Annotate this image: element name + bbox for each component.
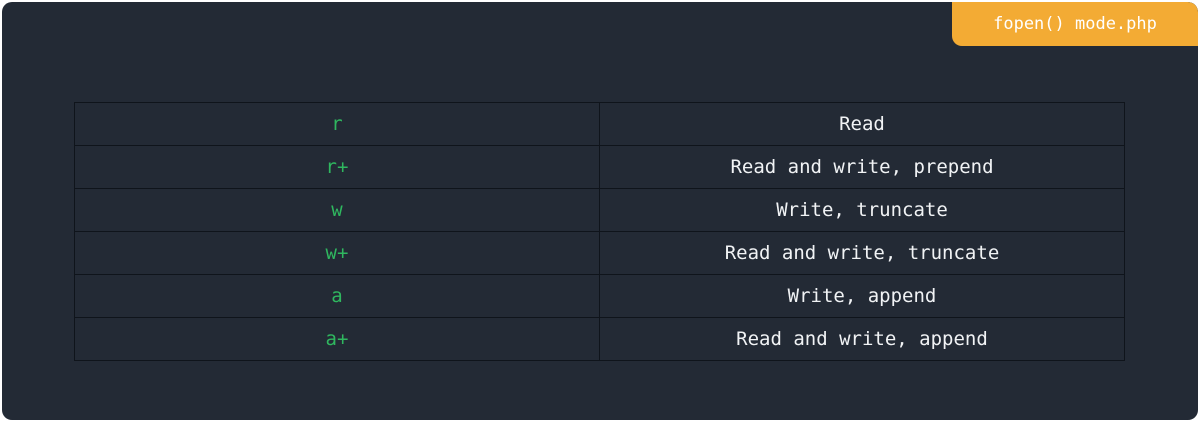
description-cell: Write, append: [599, 274, 1125, 318]
file-name-tab: fopen() mode.php: [952, 2, 1198, 46]
description-cell: Read and write, prepend: [599, 145, 1125, 189]
table-row: w Write, truncate: [74, 188, 1125, 232]
description-cell: Read and write, append: [599, 317, 1125, 361]
file-name-label: fopen() mode.php: [993, 14, 1157, 34]
mode-cell: w+: [74, 231, 600, 275]
description-cell: Write, truncate: [599, 188, 1125, 232]
table-row: a Write, append: [74, 274, 1125, 318]
table-row: w+ Read and write, truncate: [74, 231, 1125, 275]
mode-cell: a+: [74, 317, 600, 361]
table-row: r+ Read and write, prepend: [74, 145, 1125, 189]
mode-cell: w: [74, 188, 600, 232]
mode-cell: r: [74, 102, 600, 146]
table-row: a+ Read and write, append: [74, 317, 1125, 361]
mode-cell: r+: [74, 145, 600, 189]
fopen-modes-table: r Read r+ Read and write, prepend w Writ…: [74, 102, 1125, 361]
table-row: r Read: [74, 102, 1125, 146]
description-cell: Read and write, truncate: [599, 231, 1125, 275]
description-cell: Read: [599, 102, 1125, 146]
mode-cell: a: [74, 274, 600, 318]
